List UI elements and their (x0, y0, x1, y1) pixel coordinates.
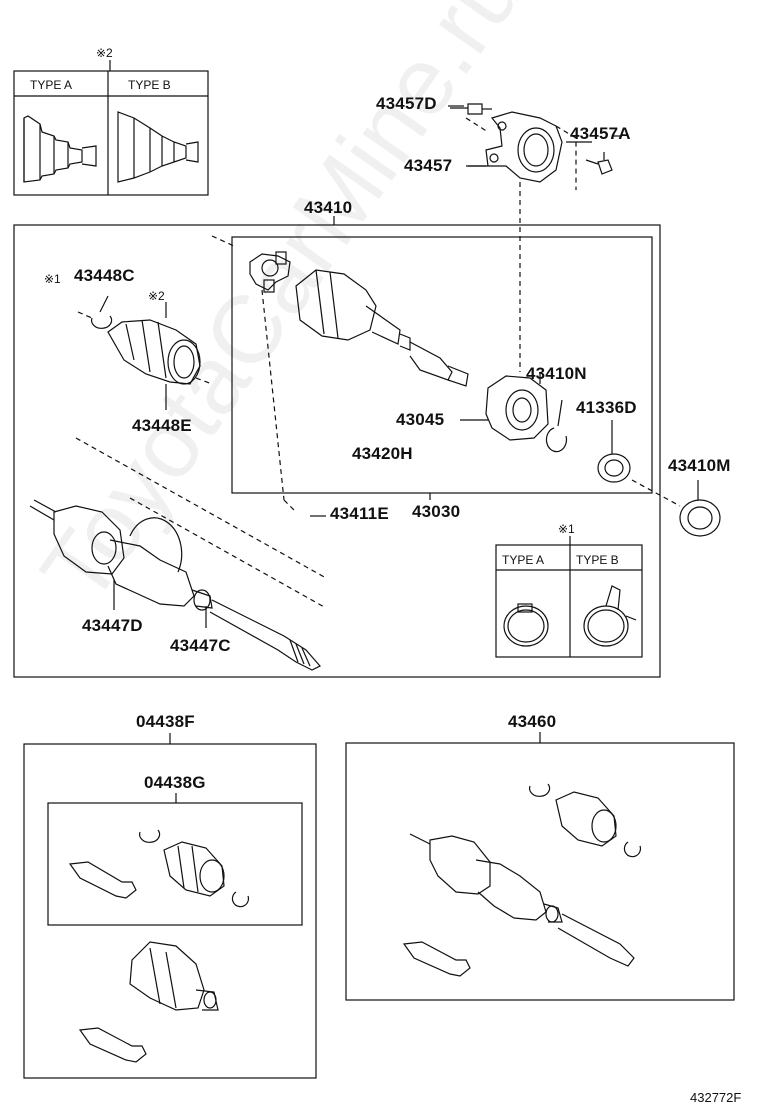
boot-kit-outer-parts-icon (78, 941, 219, 1063)
part-label-04438G[interactable]: 04438G (144, 773, 206, 792)
clamp-type-inset (495, 536, 643, 658)
axle-assembly-box (345, 742, 735, 1001)
clamp-type-a-label: TYPE A (502, 553, 545, 567)
outboard-axle-shaft-icon (29, 499, 321, 671)
axle-assembly-parts-icon (402, 783, 642, 977)
clamp-type-b-icon (583, 585, 637, 647)
clamp-type-marker: ※1 (558, 522, 575, 536)
boot-type-inset (13, 60, 209, 196)
tripod-joint-icon (249, 251, 291, 293)
part-label-04438F[interactable]: 04438F (136, 712, 195, 731)
inboard-joint-housing-icon (295, 269, 469, 387)
part-label-43457A[interactable]: 43457A (570, 124, 631, 143)
dust-seal-icon (597, 453, 631, 483)
part-43448C-marker: ※1 (44, 272, 61, 286)
part-label-43457D[interactable]: 43457D (376, 94, 437, 113)
part-label-41336D[interactable]: 41336D (576, 398, 637, 417)
bearing-bracket-icon (450, 103, 620, 183)
shaft-seal-icon (679, 499, 721, 537)
boot-type-b-label: TYPE B (128, 78, 171, 92)
boot-type-b-icon (117, 111, 199, 183)
boot-type-a-label: TYPE A (30, 78, 73, 92)
clamp-type-a-icon (503, 603, 549, 647)
inboard-boot-icon (107, 319, 201, 385)
boot-kit-inner-parts-icon (68, 829, 250, 908)
part-label-43411E[interactable]: 43411E (330, 504, 389, 523)
part-label-43448C[interactable]: 43448C (74, 266, 135, 285)
boot-kit-inner-box (47, 802, 303, 926)
part-43448E-marker: ※2 (148, 289, 165, 303)
clamp-type-b-label: TYPE B (576, 553, 619, 567)
part-label-43460[interactable]: 43460 (508, 712, 557, 731)
part-label-43448E[interactable]: 43448E (132, 416, 192, 435)
boot-kit-box (23, 743, 317, 1079)
part-label-43030[interactable]: 43030 (412, 502, 461, 521)
inboard-joint-box (231, 236, 653, 494)
part-label-43410N[interactable]: 43410N (526, 364, 587, 383)
part-label-43457[interactable]: 43457 (404, 156, 453, 175)
snap-ring-icon (545, 427, 568, 453)
part-label-43447C[interactable]: 43447C (170, 636, 231, 655)
part-label-43410[interactable]: 43410 (304, 198, 353, 217)
boot-clamp-icon (90, 315, 113, 329)
part-label-43420H[interactable]: 43420H (352, 444, 413, 463)
part-label-43045[interactable]: 43045 (396, 410, 445, 429)
shaft-assembly-box (13, 224, 661, 678)
center-bearing-icon (485, 375, 549, 441)
part-label-43447D[interactable]: 43447D (82, 616, 143, 635)
part-label-43410M[interactable]: 43410M (668, 456, 731, 475)
diagram-id: 432772F (690, 1090, 742, 1105)
boot-type-marker: ※2 (96, 46, 113, 60)
boot-type-a-icon (23, 115, 97, 183)
